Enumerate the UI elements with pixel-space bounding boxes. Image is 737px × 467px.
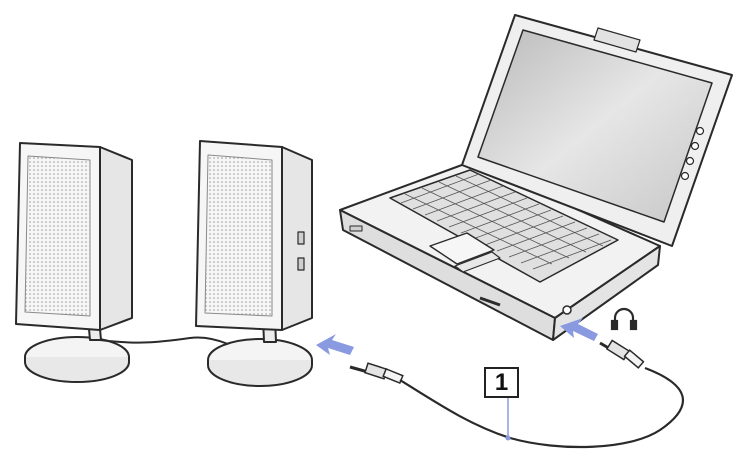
right-audio-plug	[599, 339, 645, 369]
left-audio-plug	[349, 362, 404, 385]
laptop	[339, 14, 733, 341]
left-speaker	[15, 142, 133, 383]
callout-label-1: 1	[484, 367, 519, 398]
laptop-screen	[477, 29, 713, 223]
laptop-touchpad	[429, 232, 495, 265]
arrow-right-icon	[560, 318, 598, 341]
arrow-right-icon	[316, 334, 354, 355]
headphone-icon	[610, 307, 638, 331]
audio-cable	[349, 339, 685, 449]
speaker-link-cable	[99, 336, 229, 345]
laptop-headphone-port	[562, 305, 572, 315]
right-speaker	[195, 140, 313, 387]
